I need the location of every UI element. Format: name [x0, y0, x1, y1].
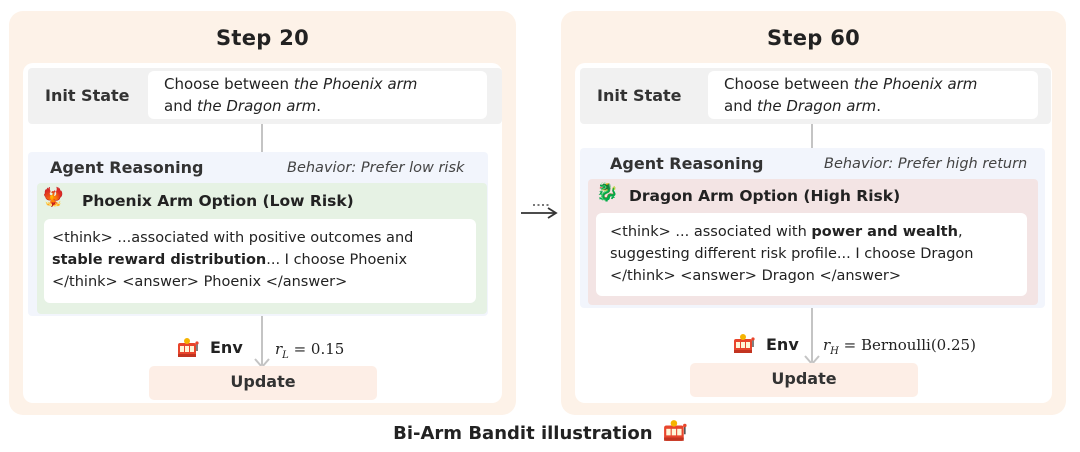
step-60-panel: Step 60 Init State Choose between the Ph…	[561, 11, 1066, 415]
slot-machine-icon	[178, 338, 199, 357]
dragon-icon: 🐉	[596, 182, 619, 203]
agent-reasoning-label: Agent Reasoning	[50, 158, 204, 177]
update-label: Update	[771, 369, 837, 388]
option-title: Dragon Arm Option (High Risk)	[629, 187, 901, 205]
agent-reasoning-box: Agent Reasoning Behavior: Prefer low ris…	[28, 152, 488, 316]
init-state-text: Choose between the Phoenix arm and the D…	[164, 75, 418, 115]
arrow-right-icon	[521, 204, 558, 219]
step-title: Step 60	[766, 26, 861, 50]
option-text-box: <think> ...associated with positive outc…	[44, 219, 476, 303]
connector-line	[811, 307, 813, 362]
slot-machine-icon	[663, 420, 687, 441]
option-title: Phoenix Arm Option (Low Risk)	[82, 192, 354, 210]
step-20-panel: Step 20 Init State Choose between the Ph…	[9, 11, 516, 415]
agent-reasoning-box: Agent Reasoning Behavior: Prefer high re…	[580, 148, 1045, 308]
update-box: Update	[149, 366, 377, 400]
dragon-option-box: 🐉 Dragon Arm Option (High Risk) <think> …	[588, 179, 1038, 305]
reward-formula: rL = 0.15	[275, 340, 345, 361]
init-state-box: Init State Choose between the Phoenix ar…	[28, 68, 502, 124]
agent-reasoning-label: Agent Reasoning	[610, 154, 764, 173]
option-reasoning-text: <think> ... associated with power and we…	[610, 224, 974, 284]
phoenix-option-box: 🐦‍🔥 Phoenix Arm Option (Low Risk) <think…	[37, 183, 487, 314]
env-label: Env	[210, 338, 243, 357]
option-reasoning-text: <think> ...associated with positive outc…	[52, 230, 414, 290]
init-state-label: Init State	[45, 86, 130, 105]
env-label: Env	[766, 335, 799, 354]
update-label: Update	[230, 372, 296, 391]
slot-machine-icon	[734, 334, 755, 353]
init-state-text-box: Choose between the Phoenix arm and the D…	[708, 71, 1038, 119]
connector-line	[261, 124, 263, 179]
init-state-text-box: Choose between the Phoenix arm and the D…	[148, 71, 487, 119]
option-text-box: <think> ... associated with power and we…	[596, 213, 1027, 296]
update-box: Update	[690, 363, 918, 397]
init-state-text: Choose between the Phoenix arm and the D…	[724, 75, 978, 115]
step-title: Step 20	[215, 26, 310, 50]
behavior-label: Behavior: Prefer high return	[824, 156, 1028, 172]
reward-formula: rH = Bernoulli(0.25)	[823, 336, 976, 357]
init-state-label: Init State	[597, 86, 682, 105]
connector-line	[261, 315, 263, 365]
figure-caption: Bi-Arm Bandit illustration	[0, 420, 1080, 444]
phoenix-icon: 🐦‍🔥	[42, 187, 65, 208]
behavior-label: Behavior: Prefer low risk	[287, 160, 465, 176]
init-state-box: Init State Choose between the Phoenix ar…	[580, 68, 1051, 124]
